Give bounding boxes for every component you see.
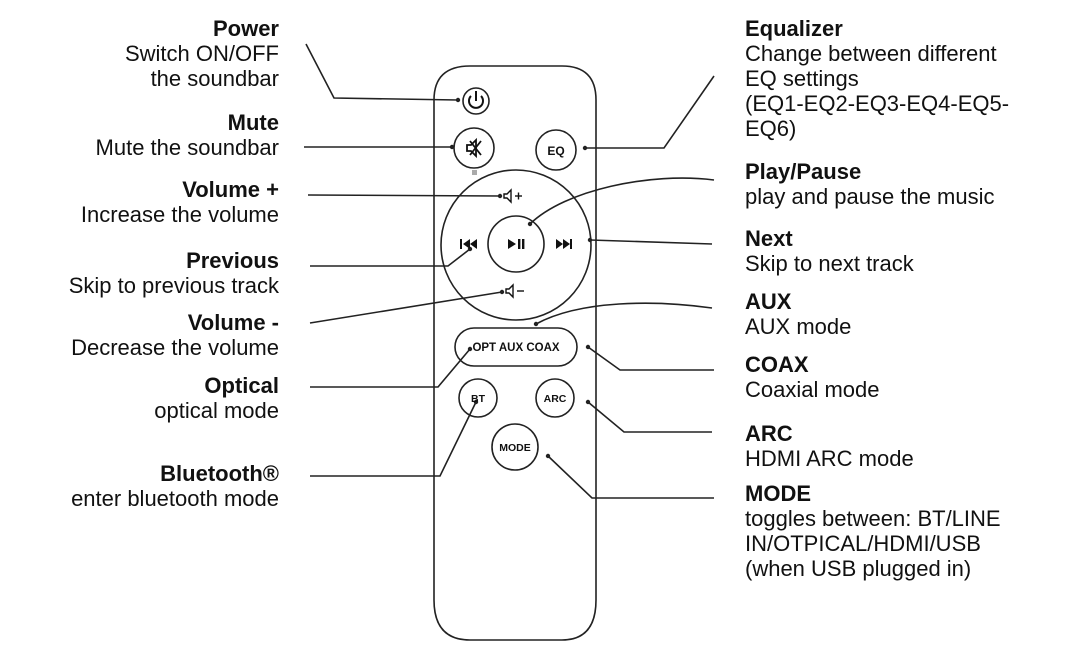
leader-previous [310,248,471,267]
mute-indicator [472,170,477,175]
label-bluetooth-desc: enter bluetooth mode [71,486,279,511]
leader-play-pause [529,177,715,225]
label-optical-title: Optical [204,373,279,398]
label-mute-desc: Mute the soundbar [95,135,279,160]
label-equalizer-title: Equalizer [745,16,843,41]
mute-icon [466,137,482,159]
leader-coax [587,346,714,371]
eq-button-label: EQ [547,144,564,158]
label-bluetooth: Bluetooth® enter bluetooth mode [71,461,279,511]
label-equalizer-desc-4: EQ6) [745,116,797,141]
label-coax: COAX Coaxial mode [745,352,880,402]
mode-button[interactable] [491,423,539,471]
label-arc-desc: HDMI ARC mode [745,446,914,471]
label-power: Power Switch ON/OFF the soundbar [125,16,279,91]
label-previous-desc: Skip to previous track [68,273,279,298]
leader-bluetooth [310,401,477,477]
label-mode: MODE toggles between: BT/LINE IN/OTPICAL… [745,481,1001,581]
label-arc-title: ARC [745,421,793,446]
label-aux: AUX AUX mode [745,289,851,339]
mode-button-label: MODE [499,442,531,454]
label-next: Next Skip to next track [745,226,914,276]
input-button-label: OPT AUX COAX [472,342,559,354]
leader-volume-down [309,291,503,324]
label-mute: Mute Mute the soundbar [96,110,279,160]
label-volume-down-desc: Decrease the volume [71,335,279,360]
arc-button-label: ARC [544,393,567,405]
label-volume-up-desc: Increase the volume [80,202,279,227]
label-optical-desc: optical mode [154,398,279,423]
next-icon [556,239,572,249]
label-equalizer-desc-1: Change between different [745,41,997,66]
label-mode-desc-2: IN/OTPICAL/HDMI/USB [745,531,981,556]
previous-icon [460,239,477,249]
label-volume-down: Volume - Decrease the volume [71,310,279,360]
label-equalizer-desc-3: (EQ1-EQ2-EQ3-EQ4-EQ5- [745,91,1010,116]
label-bluetooth-title: Bluetooth® [160,461,279,486]
label-mute-title: Mute [227,110,279,135]
volume-down-icon [505,283,524,299]
input-select-button[interactable] [454,327,578,367]
label-mode-title: MODE [745,481,811,506]
eq-button[interactable] [535,129,577,171]
label-equalizer: Equalizer Change between different EQ se… [745,16,1009,141]
play-pause-icon [508,239,525,249]
label-power-desc-2: the soundbar [150,66,279,91]
power-icon [468,91,484,109]
label-play-pause-desc: play and pause the music [745,184,995,209]
label-power-desc-1: Switch ON/OFF [124,41,279,66]
label-coax-desc: Coaxial mode [745,377,880,402]
label-coax-title: COAX [745,352,809,377]
leader-arc [587,401,712,433]
label-play-pause-title: Play/Pause [745,159,862,184]
label-mode-desc-1: toggles between: BT/LINE [745,506,1001,531]
label-optical: Optical optical mode [154,373,279,423]
dpad-ring[interactable] [440,169,592,321]
label-aux-desc: AUX mode [745,314,852,339]
label-play-pause: Play/Pause play and pause the music [745,159,995,209]
label-next-desc: Skip to next track [745,251,914,276]
label-volume-up-title: Volume + [182,177,279,202]
label-volume-up: Volume + Increase the volume [81,177,279,227]
power-button[interactable] [462,87,490,115]
label-volume-down-title: Volume - [187,310,279,335]
leader-volume-up [307,194,501,197]
remote-body [433,65,597,641]
label-arc: ARC HDMI ARC mode [745,421,914,471]
leader-power [305,43,459,101]
leader-next [589,239,713,245]
leader-optical [310,348,471,388]
leader-equalizer [585,75,715,149]
label-power-title: Power [212,16,279,41]
mute-button[interactable] [453,127,495,169]
label-mode-desc-3: (when USB plugged in) [745,556,972,581]
label-equalizer-desc-2: EQ settings [745,66,859,91]
play-pause-button[interactable] [487,215,545,273]
leader-mode [547,455,714,499]
label-previous: Previous Skip to previous track [69,248,279,298]
volume-up-icon [503,188,522,204]
label-previous-title: Previous [186,248,279,273]
bt-button-label: BT [471,393,486,405]
bt-button[interactable] [458,378,498,418]
label-aux-title: AUX [745,289,792,314]
leader-aux [535,302,713,325]
arc-button[interactable] [535,378,575,418]
label-next-title: Next [745,226,793,251]
